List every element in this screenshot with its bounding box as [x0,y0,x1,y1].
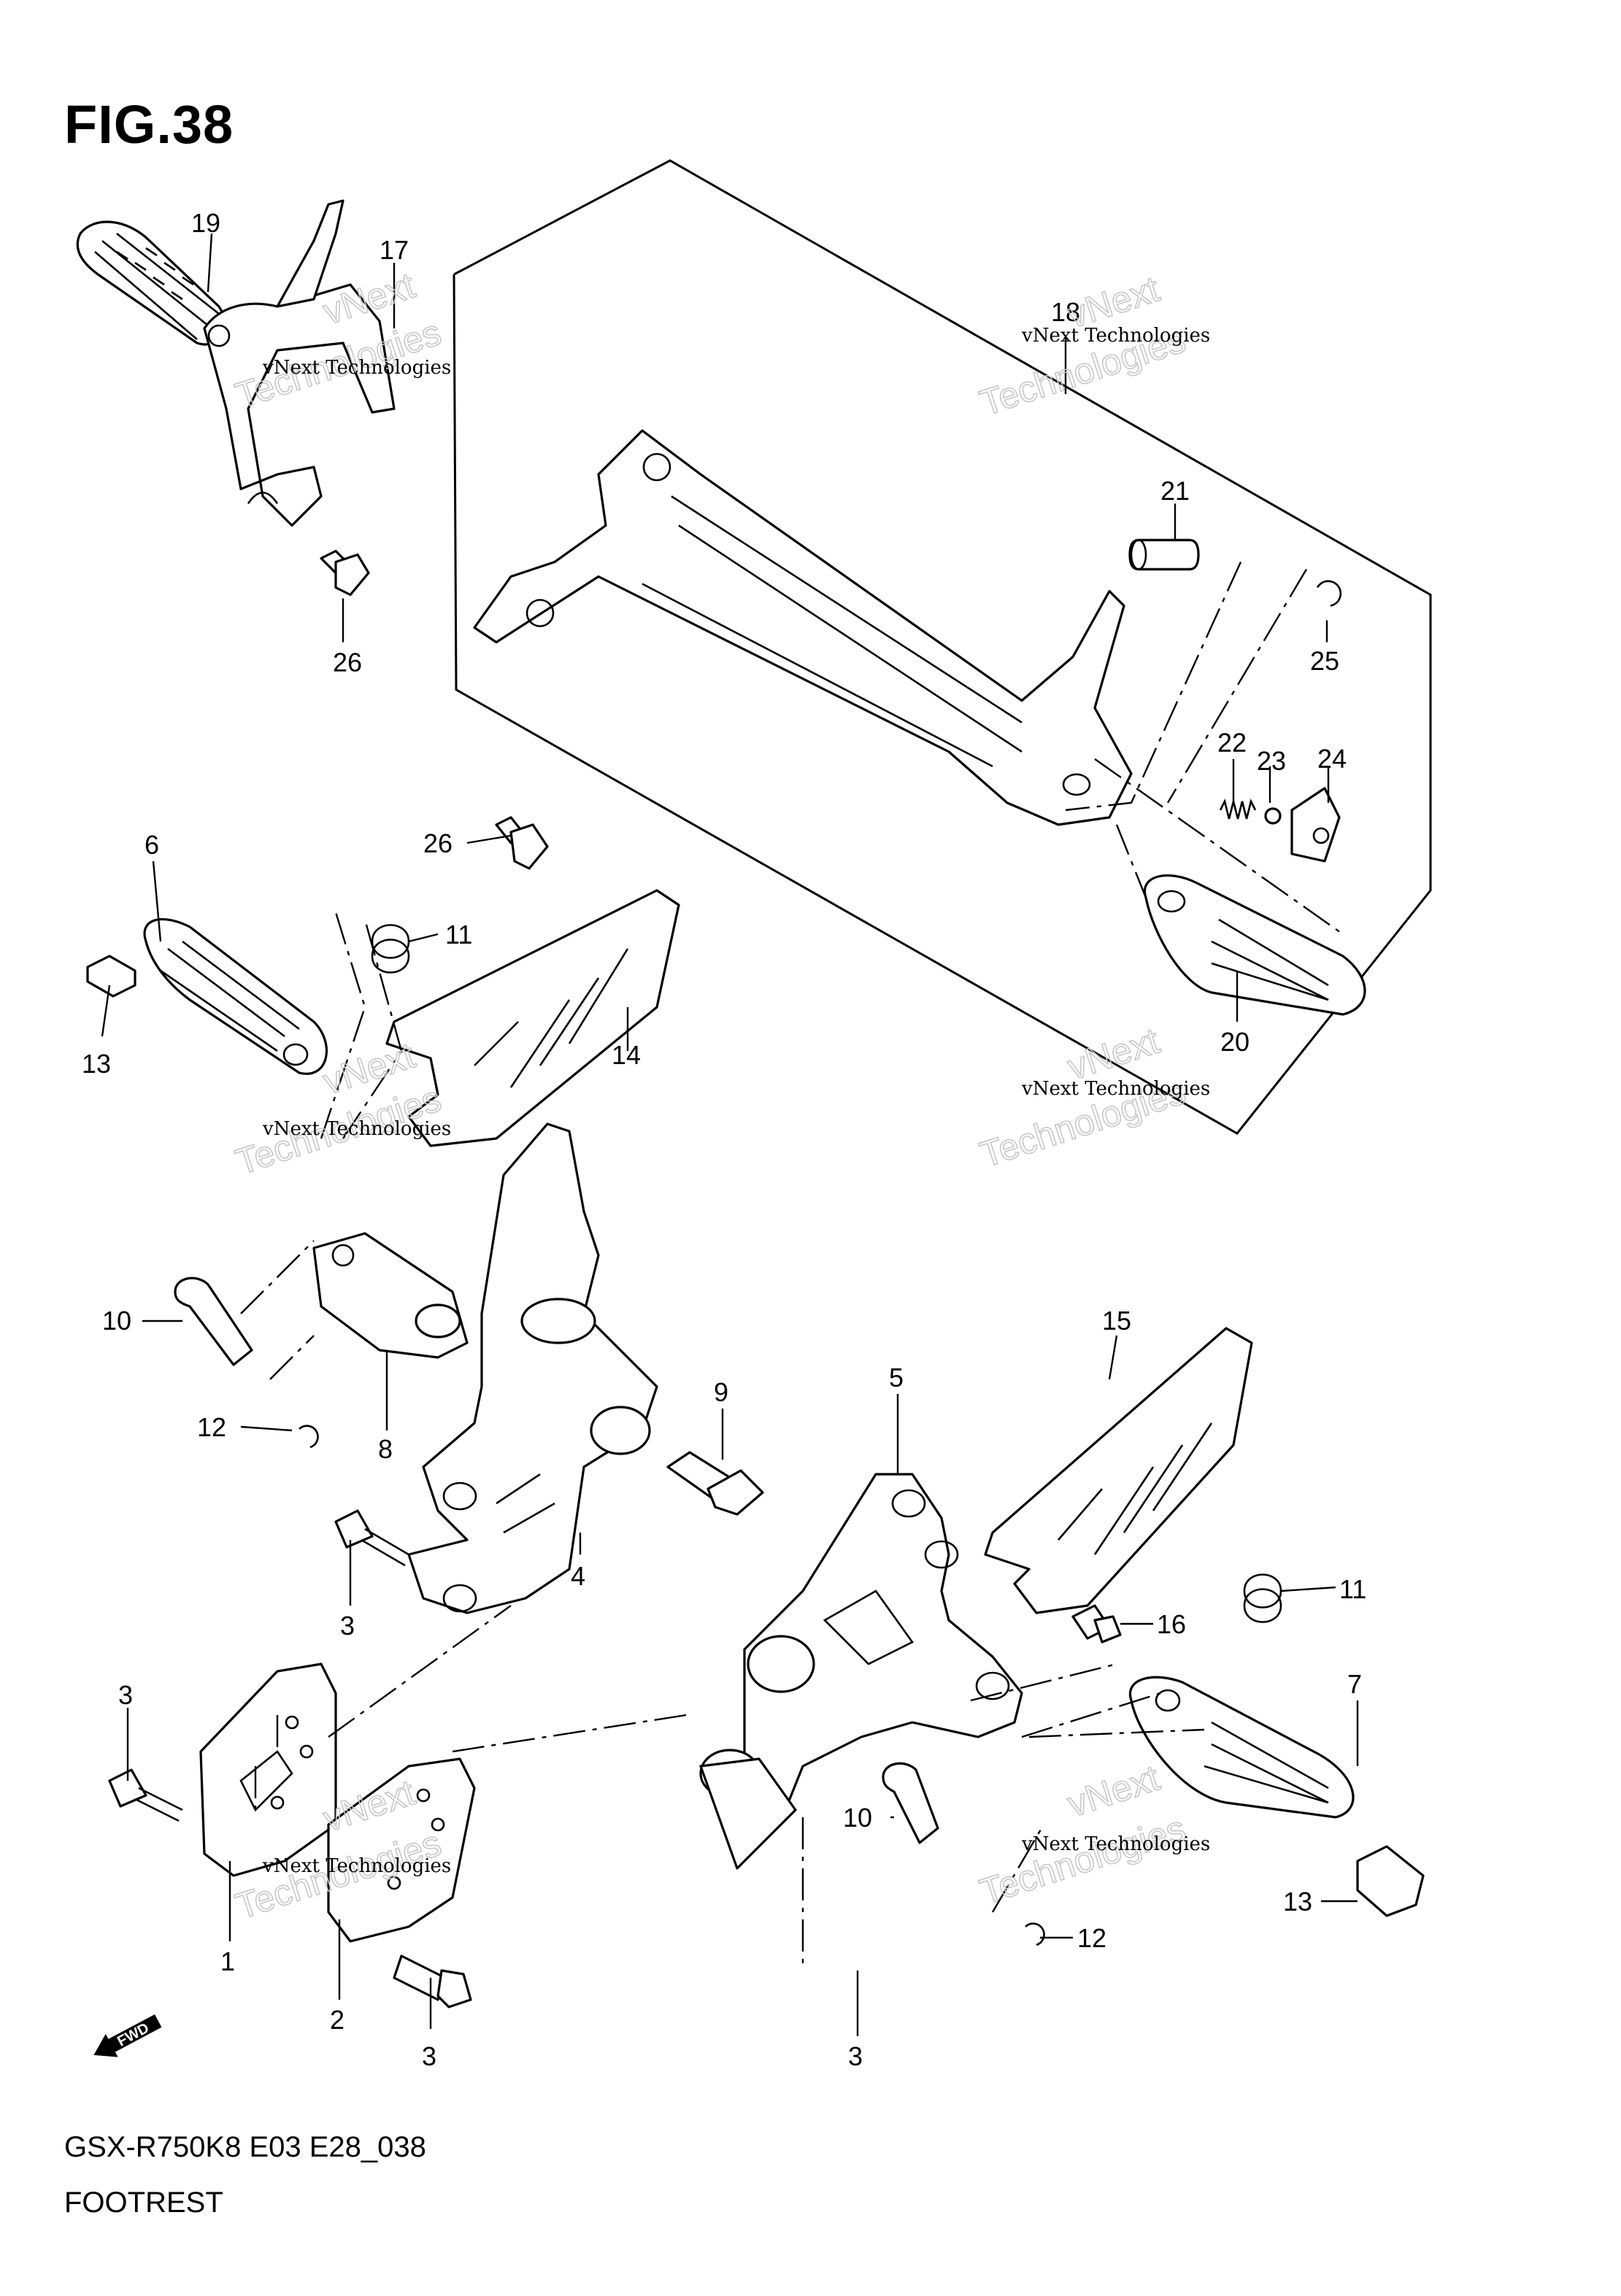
part-26-bolt-upper [320,550,370,596]
callout-21: 21 [1160,476,1190,506]
callout-3-left-lower: 3 [118,1680,133,1710]
leader-lines [101,233,1359,2036]
callout-14: 14 [612,1040,641,1070]
callout-12-right: 12 [1077,1923,1106,1953]
part-13-stopper-bolt-right [1356,1845,1425,1917]
watermark-mid-left: vNext Technologies vNext Technologies [230,1034,451,1183]
watermark-bottom-right: vNext Technologies vNext Technologies [974,1757,1210,1913]
svg-text:vNext Technologies: vNext Technologies [262,357,451,379]
callout-10-left: 10 [102,1306,131,1336]
svg-text:vNext Technologies: vNext Technologies [1021,1078,1210,1100]
svg-text:vNext: vNext [1063,1757,1164,1825]
relation-lines [240,561,1344,1971]
part-26-bolt-lower [495,816,549,870]
callout-17: 17 [380,235,409,265]
part-24-plate [1290,787,1341,863]
svg-text:vNext Technologies: vNext Technologies [262,1118,451,1140]
callout-26-upper: 26 [333,647,362,677]
part-20-rear-footrest-peg [1143,874,1366,1016]
model-code: GSX-R750K8 E03 E28_038 [64,2131,426,2163]
callout-11-lower: 11 [1339,1574,1366,1604]
part-3-bolt-left-lower [108,1768,183,1822]
part-15-heel-guard [984,1327,1253,1614]
callout-3-right: 3 [848,2041,863,2071]
callout-24: 24 [1317,744,1347,774]
callout-23: 23 [1257,746,1286,776]
svg-text:vNext Technologies: vNext Technologies [1021,1833,1210,1855]
callout-13-right: 13 [1283,1887,1312,1916]
part-16-bolt [1071,1604,1122,1644]
callout-5: 5 [889,1363,904,1392]
callout-12-left: 12 [197,1412,226,1442]
callout-7: 7 [1347,1669,1362,1699]
callout-10-right: 10 [843,1803,872,1833]
part-7-front-footrest-peg [1128,1676,1355,1819]
callout-20: 20 [1220,1027,1250,1057]
part-12-e-clip-right [1025,1922,1045,1946]
svg-text:vNext Technologies: vNext Technologies [262,1855,451,1877]
figure-title: FIG.38 [64,94,234,155]
part-14-heel-guard [385,889,680,1147]
part-3-bolt-left-upper [334,1509,409,1567]
part-1-footrest-plate [199,1663,337,1877]
part-4-front-footrest-bracket [407,1122,658,1614]
part-6-front-footrest-peg [143,918,328,1075]
svg-text:Technologies: Technologies [975,1808,1190,1912]
callout-16: 16 [1157,1609,1186,1639]
part-11-spring-lower [1243,1573,1282,1623]
part-13-stopper-bolt-left [86,955,136,998]
part-23-ball [1264,807,1282,825]
kit-boundary [453,159,1432,1135]
callout-6: 6 [145,830,159,860]
watermark-top-right: vNext Technologies vNext Technologies [974,268,1210,424]
part-22-spring [1219,798,1257,820]
callout-26-lower: 26 [423,828,453,858]
svg-text:vNext Technologies: vNext Technologies [1021,325,1210,347]
part-5-front-footrest-bracket [699,1473,1023,1870]
part-19-rear-footrest-peg [76,220,226,346]
callout-22: 22 [1217,728,1247,758]
part-9-bolt [666,1451,764,1516]
part-17-rear-footrest-bracket [203,199,396,527]
part-8-footrest-holder [312,1232,469,1359]
part-25-e-clip [1316,580,1342,607]
svg-text:FWD: FWD [115,2020,152,2050]
callout-labels: 19 17 26 18 21 25 22 23 24 20 26 6 13 11… [82,208,1366,2071]
callout-18: 18 [1051,297,1080,327]
callout-3-center: 3 [422,2041,436,2071]
part-21-pin [1128,539,1200,571]
callout-25: 25 [1310,646,1339,676]
part-18-rear-footrest-bracket [473,429,1133,826]
watermark-mid-right: vNext Technologies vNext Technologies [974,1020,1210,1176]
fwd-arrow-icon: FWD [93,2014,162,2057]
callout-19: 19 [191,208,220,238]
part-10-pin-left [174,1276,253,1366]
part-2-footrest-plate [327,1757,476,1943]
callout-1: 1 [220,1946,235,1976]
callout-9: 9 [714,1377,728,1407]
part-3-bolt-center [393,1954,472,2008]
callout-13-left: 13 [82,1049,111,1079]
callout-4: 4 [571,1561,585,1591]
callout-8: 8 [378,1434,393,1464]
part-10-pin-right [882,1762,939,1844]
callout-15: 15 [1102,1306,1131,1336]
callout-11-upper: 11 [445,920,472,949]
callout-3-left-upper: 3 [340,1611,355,1641]
part-12-e-clip-left [299,1425,319,1449]
section-name: FOOTREST [64,2187,223,2219]
callout-2: 2 [330,2005,344,2035]
